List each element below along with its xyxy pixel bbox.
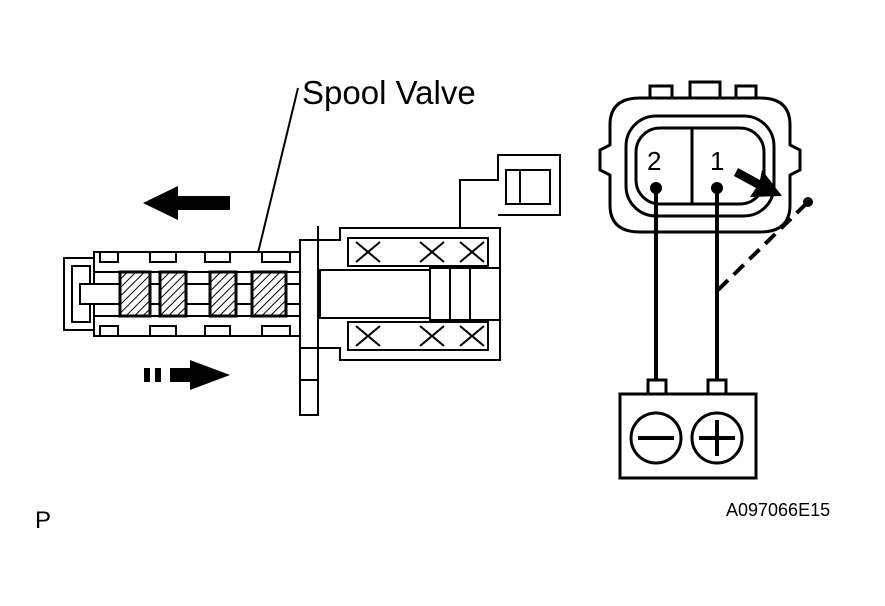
terminal-2-label: 2 bbox=[647, 146, 661, 176]
battery bbox=[618, 378, 758, 480]
minus-icon bbox=[629, 411, 683, 465]
arrow-left-icon bbox=[143, 186, 230, 220]
connector bbox=[598, 80, 802, 234]
terminal-1-label: 1 bbox=[710, 146, 724, 176]
test-leads bbox=[654, 188, 810, 385]
dashed-arrow-right-icon bbox=[144, 360, 230, 390]
figure-code: A097066E15 bbox=[726, 500, 830, 520]
spool-valve-leader-line bbox=[256, 87, 299, 258]
plus-icon bbox=[690, 411, 744, 465]
corner-mark: P bbox=[35, 507, 51, 534]
spool-valve-label: Spool Valve bbox=[302, 74, 476, 111]
solenoid-housing bbox=[299, 154, 561, 416]
arrow-right-icon bbox=[734, 168, 782, 197]
lead-end-point bbox=[803, 197, 813, 207]
spool-lands bbox=[118, 270, 288, 318]
